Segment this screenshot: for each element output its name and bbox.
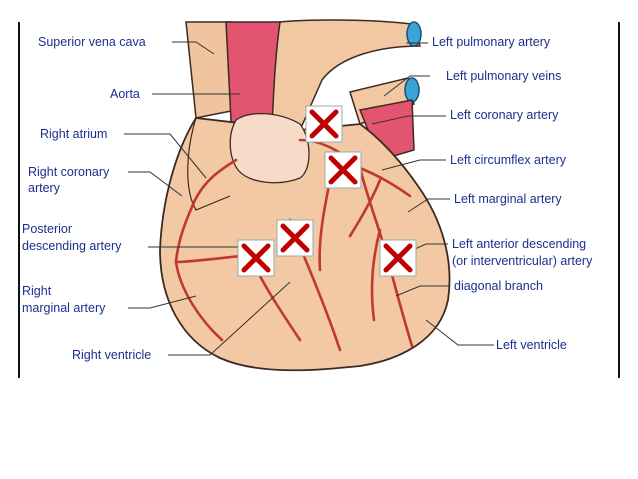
pulmonary-trunk-shape — [271, 19, 422, 131]
label-right-marginal-line1: Right — [22, 284, 52, 298]
left-marginal-vessel — [348, 178, 382, 238]
label-posterior-descending-line1: Posterior — [22, 222, 73, 236]
label-right-coronary-artery-line2: artery — [28, 181, 60, 195]
aortic-root-shape — [229, 112, 310, 184]
label-left-marginal-artery: Left marginal artery — [454, 192, 562, 206]
label-right-marginal-line2: marginal artery — [22, 301, 106, 315]
right-atrium-outline — [187, 117, 231, 211]
label-left-circumflex-artery: Left circumflex artery — [450, 153, 567, 167]
label-diagonal-branch: diagonal branch — [454, 279, 543, 293]
blocked-marker-3 — [276, 219, 314, 257]
label-superior-vena-cava: Superior vena cava — [38, 35, 146, 49]
label-aorta: Aorta — [110, 87, 140, 101]
label-left-pulmonary-artery: Left pulmonary artery — [432, 35, 551, 49]
diagonal-branch-vessel — [370, 228, 382, 322]
label-posterior-descending-line2: descending artery — [22, 239, 122, 253]
figure-left-border — [18, 22, 20, 378]
label-right-ventricle: Right ventricle — [72, 348, 152, 362]
label-left-ventricle: Left ventricle — [496, 338, 567, 352]
left-circumflex-vessel — [358, 166, 412, 198]
mid-branch-vessel — [318, 178, 332, 272]
label-right-coronary-artery-line1: Right coronary — [28, 165, 110, 179]
label-left-coronary-artery: Left coronary artery — [450, 108, 559, 122]
blocked-marker-4 — [237, 239, 275, 277]
label-lad-line2: (or interventricular) artery — [452, 254, 593, 268]
pulmonary-vein-end — [404, 77, 420, 103]
right-marginal-vessel — [174, 260, 224, 342]
blocked-marker-2 — [324, 151, 362, 189]
right-coronary-artery-vessel — [174, 158, 238, 264]
label-left-pulmonary-veins: Left pulmonary veins — [446, 69, 562, 83]
label-lad-line1: Left anterior descending — [452, 237, 587, 251]
blocked-markers — [237, 105, 417, 277]
figure-right-border — [618, 22, 620, 378]
blocked-marker-1 — [305, 105, 343, 143]
label-right-atrium: Right atrium — [40, 127, 108, 141]
left-pulmonary-artery-end — [406, 21, 422, 47]
blocked-marker-5 — [379, 239, 417, 277]
